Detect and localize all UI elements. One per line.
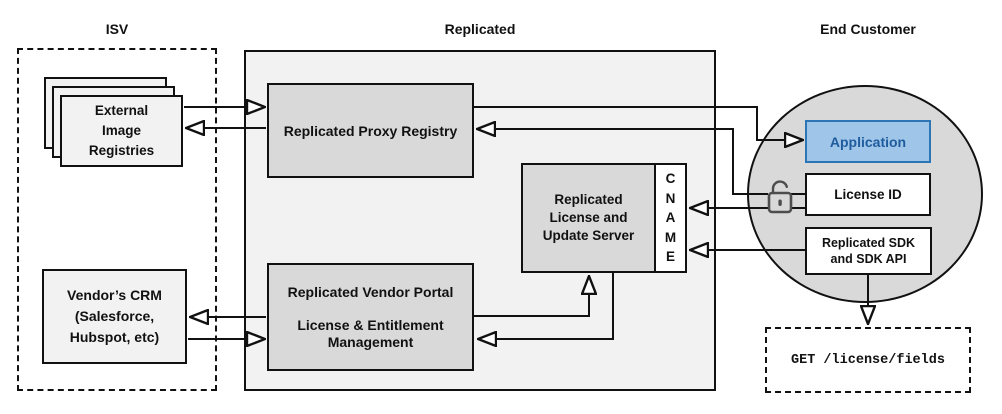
application-node: Application <box>805 120 931 163</box>
crm-label-line3: Hubspot, etc) <box>69 329 160 345</box>
vendor-portal-line2: License & Entitlement <box>297 317 444 333</box>
unlocked-padlock-icon <box>767 180 793 214</box>
license-id-node: License ID <box>805 173 931 216</box>
server-label-line1: Replicated <box>554 192 623 207</box>
license-id-label: License ID <box>834 187 902 202</box>
header-replicated: Replicated <box>444 21 516 37</box>
cname-letter-e: E <box>665 249 675 265</box>
get-endpoint-label: GET /license/fields <box>791 352 945 368</box>
crm-label-line2: (Salesforce, <box>74 308 155 324</box>
registries-label-line1: External <box>94 103 149 118</box>
cname-letter-n: N <box>665 190 676 206</box>
sdk-label-line2: and SDK API <box>830 252 907 266</box>
application-label: Application <box>829 133 907 150</box>
padlock-shackle <box>771 180 788 195</box>
conn-license-server-to-portal <box>478 272 614 339</box>
cname-letter-m: M <box>664 229 677 245</box>
cname-letter-a: A <box>665 210 676 226</box>
header-end-customer: End Customer <box>820 21 916 37</box>
registries-label-line2: Image <box>101 123 142 138</box>
cname-node: C N A M E <box>654 163 687 273</box>
cname-letter-c: C <box>665 171 676 187</box>
replicated-sdk-node: Replicated SDK and SDK API <box>805 227 932 275</box>
padlock-keyhole <box>778 199 782 206</box>
padlock-body <box>767 191 793 214</box>
server-label-line2: License and <box>549 210 628 225</box>
server-label-line3: Update Server <box>542 228 635 243</box>
registries-label-line3: Registries <box>88 143 155 158</box>
conn-portal-to-license-server <box>473 276 589 317</box>
sdk-label-line1: Replicated SDK <box>821 236 916 250</box>
vendor-portal-title: Replicated Vendor Portal <box>287 284 454 300</box>
vendor-portal-node: Replicated Vendor Portal License & Entit… <box>267 263 474 371</box>
proxy-registry-node: Replicated Proxy Registry <box>267 83 474 178</box>
get-license-fields-node: GET /license/fields <box>765 327 971 393</box>
proxy-registry-label: Replicated Proxy Registry <box>283 122 458 139</box>
conn-license-id-to-proxy <box>477 129 768 195</box>
conn-proxy-to-application <box>473 106 803 140</box>
license-update-server-node: Replicated License and Update Server <box>521 163 656 273</box>
header-isv: ISV <box>105 21 129 37</box>
crm-label-line1: Vendor’s CRM <box>67 287 162 303</box>
vendor-portal-line3: Management <box>327 334 414 350</box>
external-image-registries-node: External Image Registries <box>60 95 183 167</box>
vendor-crm-node: Vendor’s CRM (Salesforce, Hubspot, etc) <box>42 269 187 364</box>
